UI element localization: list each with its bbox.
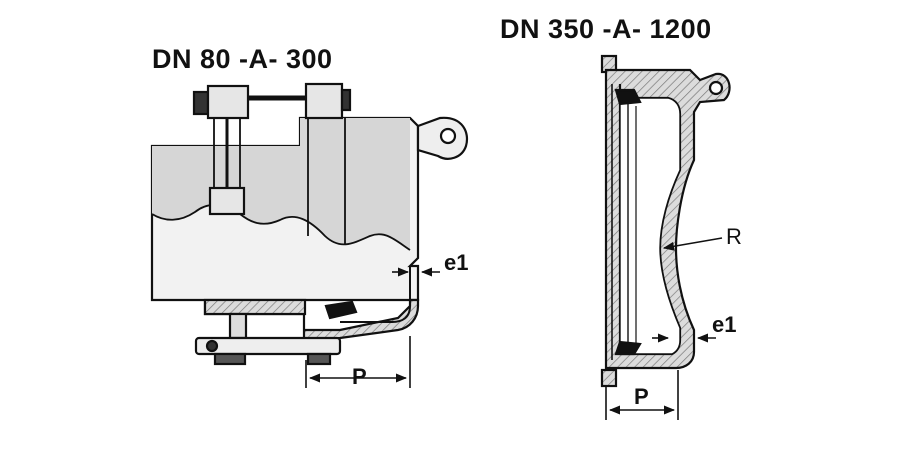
left-assembly-drawing: [150, 82, 469, 366]
left-flange-plate: [203, 298, 307, 316]
right-gasket-top: [614, 88, 642, 106]
left-top-nut-left: [192, 90, 210, 116]
left-diagram-title: DN 80 -A- 300: [152, 44, 333, 74]
left-p-label: P: [352, 364, 367, 389]
left-lug-hole: [439, 127, 457, 145]
right-r-leader: [662, 237, 723, 251]
right-flange-tab-bottom: [600, 368, 618, 388]
right-e1-label: e1: [712, 312, 736, 337]
left-vertical-bolt: [213, 118, 241, 196]
right-r-label: R: [726, 224, 742, 249]
left-lower-nut-left: [213, 352, 247, 366]
left-lower-bolt-plate: [194, 336, 342, 356]
left-gasket: [324, 300, 358, 320]
left-dimensions: [305, 267, 440, 388]
left-e1-label: e1: [444, 250, 468, 275]
left-collar-band: [307, 118, 346, 244]
right-diagram-title: DN 350 -A- 1200: [500, 14, 712, 44]
right-dimensions: [605, 237, 723, 420]
right-lug-hole: [708, 80, 724, 96]
left-break-line: [151, 204, 411, 251]
left-lower-stud: [228, 312, 248, 340]
left-lower-bolt-dot: [205, 339, 219, 353]
left-top-clamp-block: [206, 84, 250, 120]
left-lower-nut-right: [306, 352, 332, 366]
left-top-nut-right: [340, 88, 352, 112]
right-p-label: P: [634, 384, 649, 409]
left-bolt-head: [208, 186, 246, 216]
right-section-drawing: [600, 54, 731, 388]
right-gasket-bottom: [614, 340, 642, 356]
left-top-clamp-right: [304, 82, 344, 120]
right-inner-cavity: [619, 97, 681, 355]
left-spigot: [340, 266, 411, 323]
